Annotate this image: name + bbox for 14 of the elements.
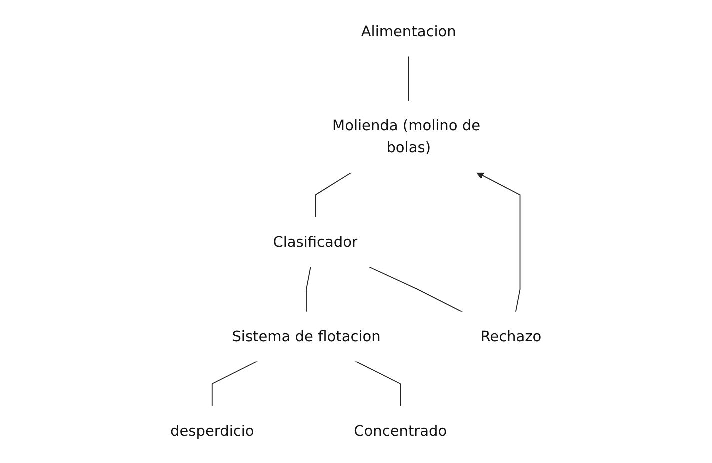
connector — [408, 56, 410, 102]
node-text: Sistema de flotacion — [232, 328, 381, 345]
connector — [368, 266, 464, 313]
node-text: desperdicio — [170, 422, 254, 440]
node-text: Rechazo — [480, 328, 542, 345]
node-text: Clasificador — [273, 233, 358, 251]
connector — [315, 172, 352, 218]
arrow — [476, 172, 521, 313]
node-text: Molienda (molino de bolas) — [332, 117, 480, 156]
node-text: Concentrado — [354, 422, 448, 440]
connector — [212, 360, 258, 408]
connector — [306, 266, 312, 313]
connector — [354, 360, 401, 408]
node-text: Alimentacion — [361, 22, 456, 40]
